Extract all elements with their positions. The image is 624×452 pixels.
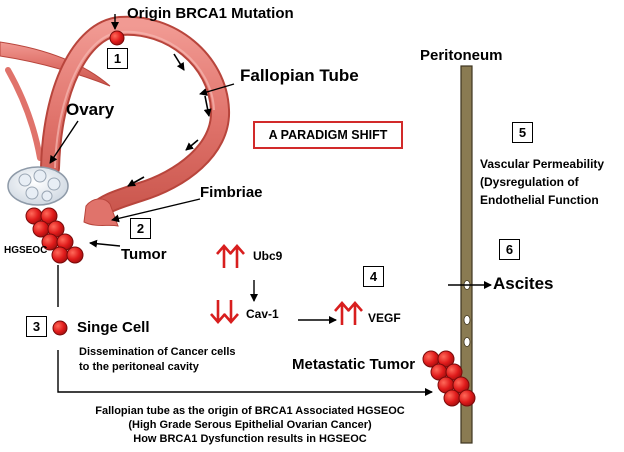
step-box-3: 3 bbox=[26, 316, 47, 337]
ascites-label: Ascites bbox=[493, 274, 554, 293]
step-box-4: 4 bbox=[363, 266, 384, 287]
vegf-up-arrows bbox=[334, 301, 363, 325]
single-cell bbox=[52, 320, 68, 336]
tube-arm-upper bbox=[0, 41, 111, 87]
hgseoc-label: HGSEOC bbox=[4, 245, 48, 256]
vascular-line-2: (Dysregulation of bbox=[480, 175, 579, 189]
fimbriae-shape bbox=[83, 198, 119, 227]
dissemination-line-2: to the peritoneal cavity bbox=[79, 361, 199, 373]
step-box-6: 6 bbox=[499, 239, 520, 260]
hgseoc-tumor-cluster bbox=[25, 207, 84, 264]
ovary-label: Ovary bbox=[66, 100, 115, 119]
dissemination-path bbox=[57, 265, 432, 392]
single-cell-label: Singe Cell bbox=[77, 319, 150, 336]
origin-mutation-cell bbox=[109, 30, 125, 46]
metastatic-tumor-label: Metastatic Tumor bbox=[292, 356, 416, 373]
origin-label: Origin BRCA1 Mutation bbox=[127, 5, 294, 22]
step-box-1: 1 bbox=[107, 48, 128, 69]
vascular-line-1: Vascular Permeability bbox=[480, 157, 605, 171]
caption-line-3: How BRCA1 Dysfunction results in HGSEOC bbox=[133, 433, 367, 445]
peritoneum-bar bbox=[460, 65, 473, 444]
vegf-label: VEGF bbox=[368, 311, 401, 325]
fimbriae-label: Fimbriae bbox=[200, 184, 263, 201]
fallopian-tube-label: Fallopian Tube bbox=[240, 66, 359, 85]
vascular-line-3: Endothelial Function bbox=[480, 193, 599, 207]
peritoneum-label: Peritoneum bbox=[420, 47, 503, 64]
step-box-2: 2 bbox=[130, 218, 151, 239]
step-box-5: 5 bbox=[512, 122, 533, 143]
caption-line-2: (High Grade Serous Epithelial Ovarian Ca… bbox=[128, 419, 372, 431]
ubc9-label: Ubc9 bbox=[253, 249, 283, 263]
cav1-label: Cav-1 bbox=[246, 307, 279, 321]
paradigm-shift-box: A PARADIGM SHIFT bbox=[253, 121, 403, 149]
tube-arm-lower bbox=[5, 67, 43, 161]
dissemination-line-1: Dissemination of Cancer cells bbox=[79, 346, 236, 358]
caption-line-1: Fallopian tube as the origin of BRCA1 As… bbox=[95, 405, 405, 417]
tumor-label: Tumor bbox=[121, 246, 167, 263]
cav1-down-arrows bbox=[210, 300, 239, 324]
ubc9-up-arrows bbox=[216, 244, 245, 268]
metastatic-tumor-cluster bbox=[422, 350, 476, 407]
